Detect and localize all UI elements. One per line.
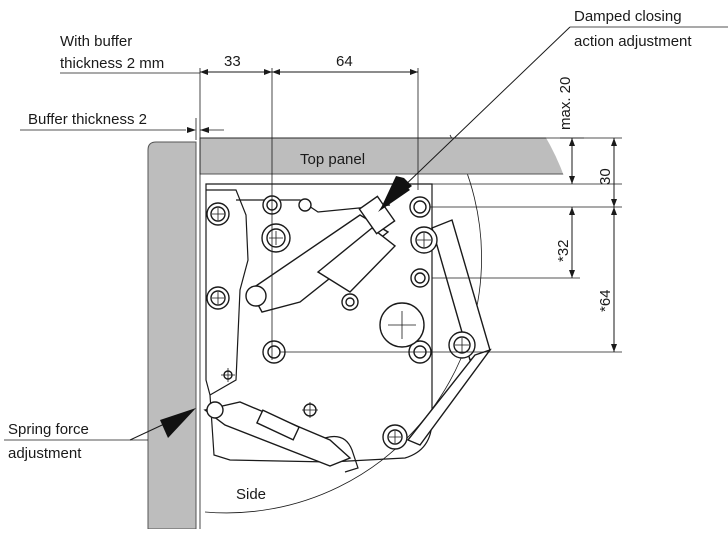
dim-30-value: 30 [597,168,614,185]
spring-arrow [160,408,196,438]
damped-line1: Damped closing [574,8,682,25]
label-spring-force: Spring force adjustment [4,408,196,462]
dimension-max20: max. 20 [557,77,575,184]
swing-arc [204,134,482,514]
dimension-33: 33 [200,53,272,75]
dim-64-side-value: *64 [597,289,614,312]
reference-lines [199,68,622,360]
label-damped-closing: Damped closing action adjustment [378,8,728,212]
side-panel [147,141,197,530]
top-panel-label: Top panel [300,151,365,168]
with-buffer-line1: With buffer [60,33,132,50]
dimension-32: *32 [555,207,575,278]
hinge-mechanism [203,183,492,473]
dim-max20-value: max. 20 [557,77,574,130]
spring-line2: adjustment [8,445,82,462]
label-with-buffer: With buffer thickness 2 mm [60,33,200,74]
top-panel [199,137,580,175]
damped-line2: action adjustment [574,33,692,50]
side-label: Side [236,486,266,503]
dimension-64-top: 64 [272,53,418,75]
dimension-30: 30 [597,138,617,207]
label-buffer-thickness: Buffer thickness 2 [20,111,224,140]
dim-64-top-value: 64 [336,53,353,70]
dim-32-value: *32 [555,239,572,262]
dim-33-value: 33 [224,53,241,70]
buffer-thickness-text: Buffer thickness 2 [28,111,147,128]
spring-line1: Spring force [8,421,89,438]
with-buffer-line2: thickness 2 mm [60,55,164,72]
dimension-64-side: *64 [597,207,617,352]
